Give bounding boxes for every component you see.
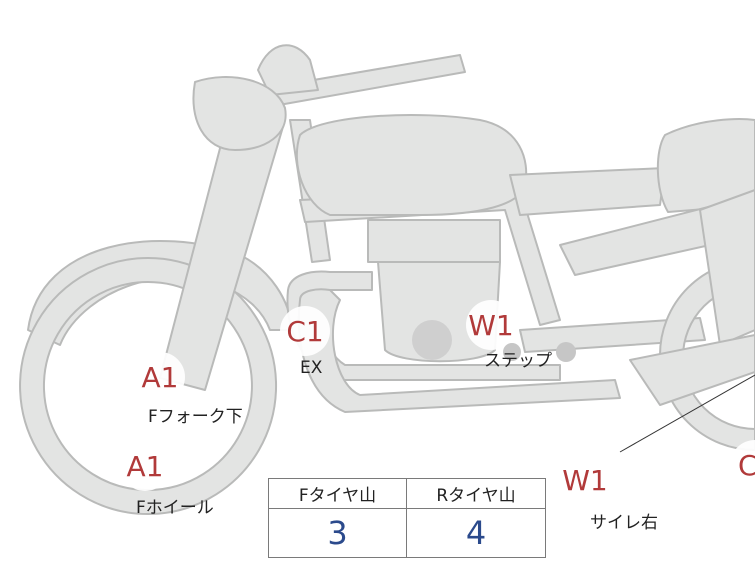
step-peg (503, 343, 521, 361)
value-front-tire: 3 (269, 509, 407, 557)
seat (656, 118, 755, 213)
step-peg (556, 342, 576, 362)
marker-w1-side: W1 (560, 455, 610, 505)
marker-c1-ex: C1 (280, 306, 330, 356)
mirror (257, 44, 319, 96)
value-rear-tire: 4 (465, 514, 487, 552)
rear-shock (699, 189, 755, 346)
label-w1-step: ステップ (484, 351, 552, 371)
header-rear-tire: Rタイヤ山 (407, 479, 545, 509)
label-w1-side: サイレ右 (590, 513, 658, 533)
label-c1-ex: EX (300, 358, 323, 378)
engine-cover (412, 320, 452, 360)
headlight (192, 76, 287, 151)
leader-line (619, 374, 755, 453)
marker-a1-fork: A1 (135, 352, 185, 402)
tire-tread-table: Fタイヤ山 Rタイヤ山 3 4 (268, 478, 546, 558)
exhaust-lower (297, 288, 621, 413)
engine-head (367, 219, 501, 263)
marker-a1-wheel: A1 (120, 441, 170, 491)
header-front-tire: Fタイヤ山 (269, 479, 407, 509)
muffler (629, 334, 755, 406)
seat-rail (509, 167, 666, 216)
label-a1-fork: Fフォーク下 (148, 407, 243, 427)
marker-w1-step: W1 (466, 300, 516, 350)
label-a1-wheel: Fホイール (136, 498, 214, 518)
fuel-tank (295, 114, 528, 216)
